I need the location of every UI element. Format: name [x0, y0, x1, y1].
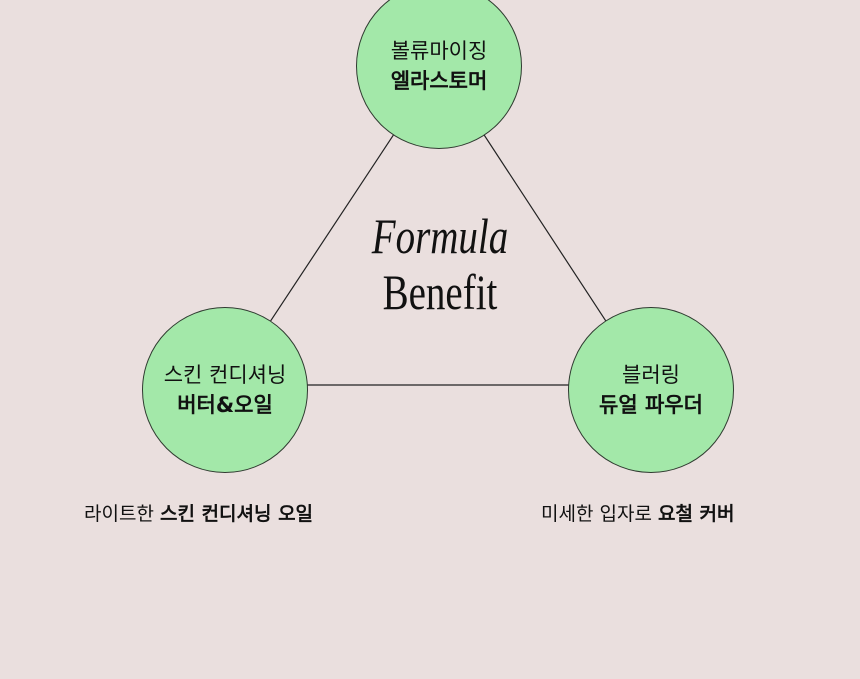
- caption-left: 라이트한 스킨 컨디셔닝 오일: [84, 500, 313, 528]
- formula-benefit-title: Formula Benefit: [330, 208, 550, 320]
- node-title: 엘라스토머: [390, 69, 488, 93]
- title-line1: Formula: [371, 208, 509, 264]
- node-volumizing-elastomer: 볼류마이징 엘라스토머: [356, 0, 522, 149]
- caption-bold: 요철 커버: [657, 503, 735, 525]
- node-label: 블러링: [622, 363, 680, 387]
- node-butter-oil: 스킨 컨디셔닝 버터&오일: [142, 307, 308, 473]
- node-dual-powder: 블러링 듀얼 파우더: [568, 307, 734, 473]
- caption-right: 미세한 입자로 요철 커버: [541, 500, 735, 528]
- node-label: 스킨 컨디셔닝: [163, 363, 287, 387]
- title-line2: Benefit: [382, 264, 498, 320]
- node-title: 버터&오일: [177, 393, 273, 417]
- caption-text: 미세한 입자로: [541, 503, 658, 525]
- node-title: 듀얼 파우더: [599, 393, 703, 417]
- caption-bold: 스킨 컨디셔닝 오일: [159, 503, 314, 525]
- node-label: 볼류마이징: [390, 39, 488, 63]
- caption-text: 라이트한: [84, 503, 160, 525]
